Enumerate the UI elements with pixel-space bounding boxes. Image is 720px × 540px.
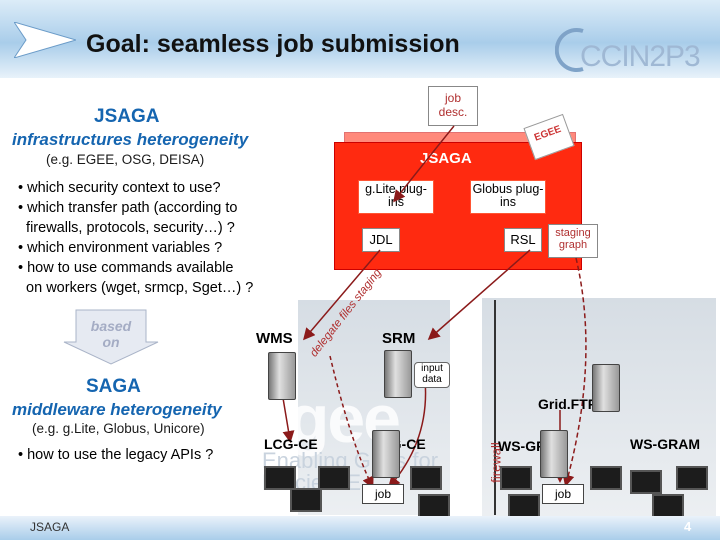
lcg-ce-server-icon [372,430,400,478]
question-list: • which security context to use? • which… [18,178,253,298]
worker-node-icon [508,494,540,518]
job-box-1: job [362,484,404,504]
jdl-to-wms-arrow [303,249,381,341]
input-data-icon: input data [414,362,450,388]
question-item: firewalls, protocols, security…) ? [18,220,235,236]
worker-node-icon [264,466,296,490]
gridftp-label: Grid.FTP [538,396,598,412]
based-on-arrow-icon [63,309,159,365]
worker-node-icon [676,466,708,490]
worker-node-icon [418,494,450,518]
worker-node-icon [590,466,622,490]
staging-graph-tag: staging graph [548,224,598,258]
job-desc-doc: job desc. [428,86,478,126]
worker-node-icon [630,470,662,494]
gridftp-server-icon [592,364,620,412]
wms-server-icon [268,352,296,400]
legacy-api-question: • how to use the legacy APIs ? [18,447,214,463]
worker-node-icon [652,494,684,518]
worker-node-icon [500,466,532,490]
jsaga-heading: JSAGA [94,106,160,127]
jsaga-bar-label: JSAGA [420,150,472,167]
ws-gram-server-icon [540,430,568,478]
footer-label: JSAGA [30,520,70,534]
wms-label: WMS [256,330,293,347]
footer-bar [0,516,720,540]
saga-heading: SAGA [86,376,141,397]
page-number: 4 [684,519,692,534]
page-title: Goal: seamless job submission [86,30,460,58]
globus-plugins-box: Globus plug-ins [470,180,546,214]
rsl-to-srm-arrow [427,249,531,340]
infrastructures-examples: (e.g. EGEE, OSG, DEISA) [46,152,205,167]
ws-gram-label-2: WS-GRAM [630,436,700,452]
glite-plugins-box: g.Lite plug-ins [358,180,434,214]
header-banner [0,0,720,78]
middleware-examples: (e.g. g.Lite, Globus, Unicore) [32,421,205,436]
ccin2p3-logo: CCIN2P3 [580,40,701,73]
middleware-heading: middleware heterogeneity [12,400,222,419]
jdl-tag: JDL [362,228,400,252]
srm-label: SRM [382,330,416,347]
worker-node-icon [290,488,322,512]
srm-server-icon [384,350,412,398]
logo-swirl-icon [555,28,584,72]
arrow-logo-icon [14,22,76,58]
wms-to-job-arrow [329,355,374,489]
question-item: • which security context to use? [18,180,221,196]
worker-node-icon [410,466,442,490]
job-box-2: job [542,484,584,504]
question-item: • which environment variables ? [18,240,223,256]
based-on-label: based on [90,318,132,350]
question-item: on workers (wget, srmcp, Sget…) ? [18,280,254,296]
question-item: • how to use commands available [18,260,234,276]
rsl-tag: RSL [504,228,542,252]
firewall-line [494,300,496,515]
staging-to-job-arrow [562,257,587,487]
lcg-ce-label-1: LCG-CE [264,436,318,452]
jobdesc-to-glite-arrow [393,125,455,203]
infrastructures-heading: infrastructures heterogeneity [12,130,249,149]
worker-node-icon [318,466,350,490]
question-item: • which transfer path (according to [18,200,238,216]
